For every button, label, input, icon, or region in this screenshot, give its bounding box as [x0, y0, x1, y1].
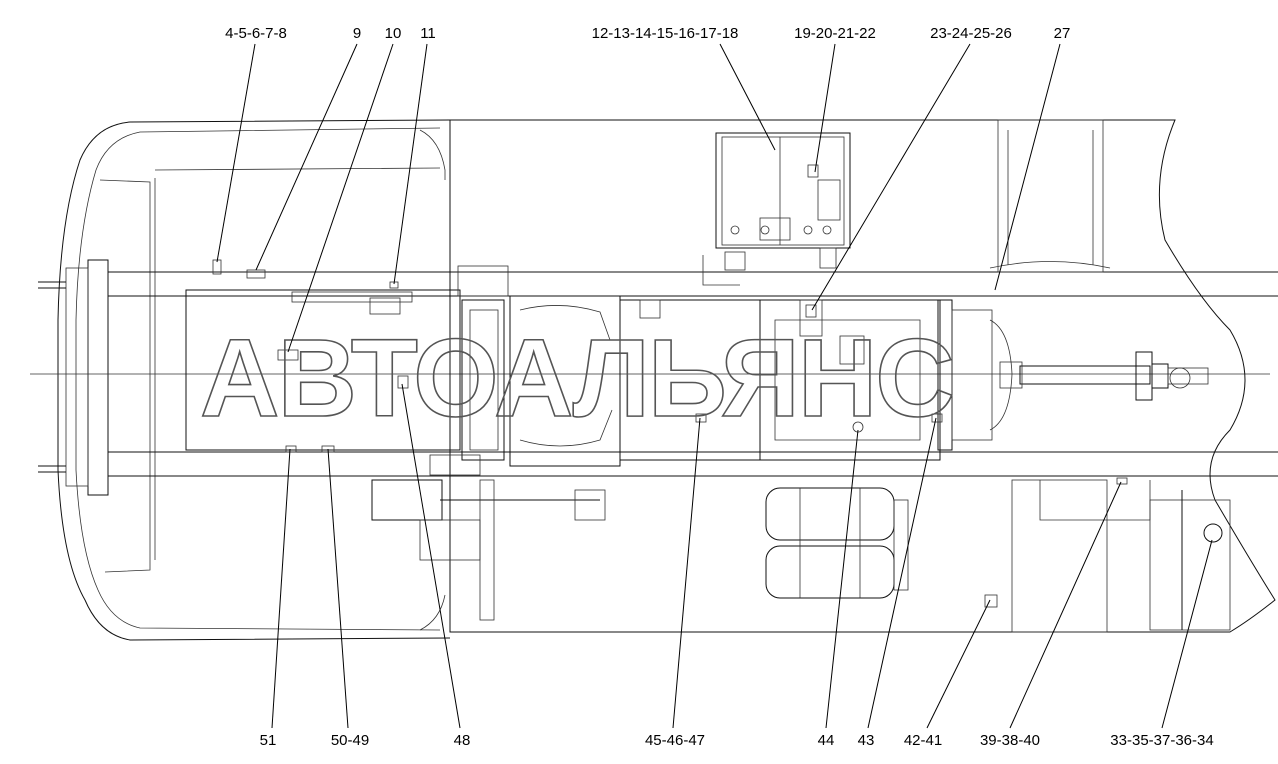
callout-11: 11 — [420, 25, 436, 42]
cab-outline — [38, 119, 451, 641]
callout-10: 10 — [385, 25, 402, 42]
watermark: АВТОАЛЬЯНС — [200, 317, 953, 440]
callout-19-22: 19-20-21-22 — [794, 25, 876, 42]
callout-44: 44 — [818, 732, 835, 749]
leader-lines — [216, 43, 1213, 729]
callout-51: 51 — [260, 732, 277, 749]
callout-23-26: 23-24-25-26 — [930, 25, 1012, 42]
callout-39-40: 39-38-40 — [980, 732, 1040, 749]
callout-42-41: 42-41 — [904, 732, 942, 749]
callout-48: 48 — [454, 732, 471, 749]
callout-50-49: 50-49 — [331, 732, 369, 749]
propeller-shaft — [999, 351, 1209, 401]
exhaust-muffler — [371, 479, 606, 621]
transmission — [429, 265, 1013, 476]
air-tanks — [765, 487, 909, 599]
battery-box — [702, 132, 851, 286]
callout-45-47: 45-46-47 — [645, 732, 705, 749]
callout-4-8: 4-5-6-7-8 — [225, 25, 287, 42]
callout-labels: 4-5-6-7-8 9 10 11 12-13-14-15-16-17-18 1… — [225, 25, 1214, 749]
callout-27: 27 — [1054, 25, 1071, 42]
callout-9: 9 — [353, 25, 361, 42]
rear-parts — [984, 480, 1231, 631]
callout-43: 43 — [858, 732, 875, 749]
callout-12-18: 12-13-14-15-16-17-18 — [592, 25, 739, 42]
callout-33-34: 33-35-37-36-34 — [1110, 732, 1213, 749]
engine-block — [185, 289, 461, 451]
